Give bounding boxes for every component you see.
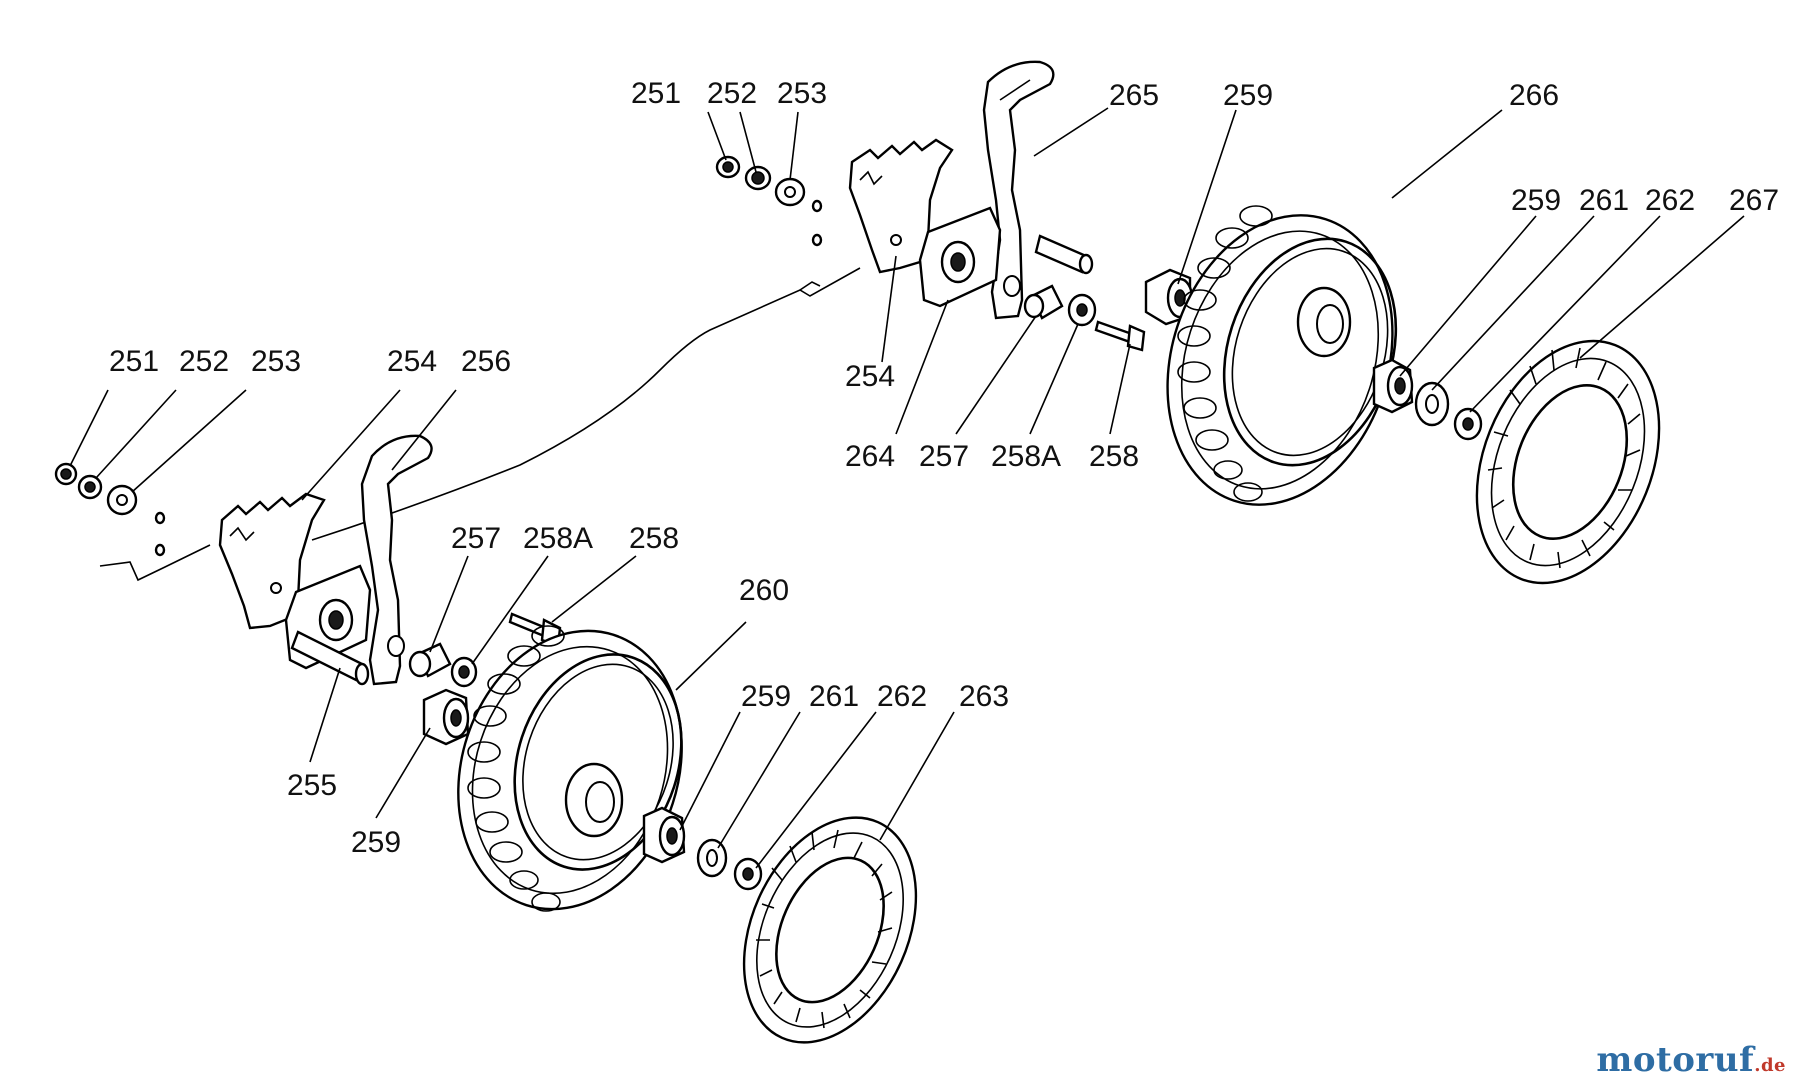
label-259-upper-right: 259 (1511, 184, 1561, 217)
label-252-upper: 252 (707, 77, 757, 110)
mower-frame-outline (99, 267, 861, 582)
label-259-lower-right: 259 (741, 680, 791, 713)
label-266: 266 (1509, 79, 1559, 112)
wheel-260 (457, 625, 683, 912)
label-251-lower: 251 (109, 345, 159, 378)
watermark-suffix: .de (1754, 1055, 1786, 1076)
height-lever-265-upper (982, 60, 1055, 320)
label-262-lower: 262 (877, 680, 927, 713)
leader-lines-lower (69, 389, 955, 869)
label-265: 265 (1109, 79, 1159, 112)
upper-assembly: 251 252 253 265 259 266 259 261 262 267 … (631, 60, 1779, 585)
washer-253-lower (106, 484, 138, 516)
label-258a-lower: 258A (523, 522, 593, 555)
hole-marker (811, 233, 823, 247)
bushing-259-lower (422, 688, 470, 746)
nut-251-upper (715, 155, 741, 179)
label-258a-upper: 258A (991, 440, 1061, 473)
bushing-259-lower-right (642, 806, 686, 864)
label-267: 267 (1729, 184, 1779, 217)
nut-262-lower (733, 857, 763, 891)
label-261-upper: 261 (1579, 184, 1629, 217)
axle-pin-upper (1034, 234, 1088, 274)
hole-marker (811, 199, 823, 213)
label-261-lower: 261 (809, 680, 859, 713)
label-251-upper: 251 (631, 77, 681, 110)
label-257-lower: 257 (451, 522, 501, 555)
label-259-lower: 259 (351, 826, 401, 859)
washer-261-lower (696, 838, 728, 878)
label-253-lower: 253 (251, 345, 301, 378)
height-lever-256-lower (360, 434, 433, 686)
spacer-257-lower (408, 642, 452, 678)
leader-lines-upper (707, 107, 1745, 435)
hubcap-263 (742, 816, 918, 1044)
label-264: 264 (845, 440, 895, 473)
nut-262-upper (1453, 407, 1483, 441)
washer-261-upper (1414, 381, 1450, 427)
wheel-266 (1166, 205, 1398, 506)
lower-assembly: 251 252 253 254 256 257 258A 258 260 255… (54, 345, 1009, 1044)
hole-marker (154, 511, 166, 525)
label-257-upper: 257 (919, 440, 969, 473)
label-253-upper: 253 (777, 77, 827, 110)
label-252-lower: 252 (179, 345, 229, 378)
label-256: 256 (461, 345, 511, 378)
label-255: 255 (287, 769, 337, 802)
label-254-upper: 254 (845, 360, 895, 393)
spacer-257-upper (1023, 284, 1064, 320)
watermark-text: motoruf (1596, 1040, 1755, 1080)
label-262-upper: 262 (1645, 184, 1695, 217)
watermark-logo: motoruf.de (1596, 1040, 1786, 1080)
hubcap-267 (1475, 339, 1661, 585)
label-259-upper: 259 (1223, 79, 1273, 112)
hole-marker (154, 543, 166, 557)
washer-258a-lower (450, 656, 478, 688)
washer-253-upper (774, 177, 806, 207)
label-263: 263 (959, 680, 1009, 713)
lock-washer-252-lower (77, 474, 103, 500)
bolt-258-upper (1094, 320, 1146, 352)
label-258-lower: 258 (629, 522, 679, 555)
label-260: 260 (739, 574, 789, 607)
label-254-lower: 254 (387, 345, 437, 378)
nut-251-lower (54, 462, 78, 486)
lock-washer-252-upper (744, 165, 772, 191)
label-258-upper: 258 (1089, 440, 1139, 473)
washer-258a-upper (1067, 293, 1097, 327)
